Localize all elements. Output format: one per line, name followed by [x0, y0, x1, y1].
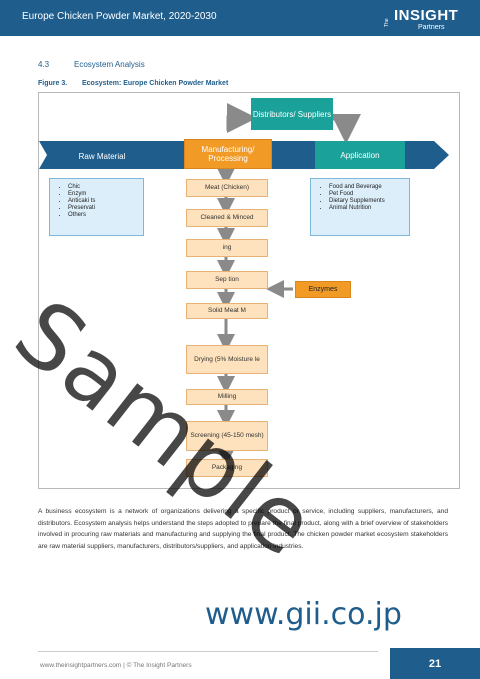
raw-list-item: Anticaki ts	[68, 198, 143, 204]
page-header: Europe Chicken Powder Market, 2020-2030 …	[0, 0, 480, 36]
header-title: Europe Chicken Powder Market, 2020-2030	[22, 11, 217, 22]
process-step: Solid Meat M	[186, 303, 268, 319]
raw-material-list: Chic Enzym Anticaki ts Preservati Others	[49, 178, 144, 236]
process-step: Drying (5% Moisture le	[186, 345, 268, 374]
application-box: Application	[315, 141, 405, 169]
distributors-box: Distributors/ Suppliers	[251, 98, 333, 130]
raw-list-item: Others	[68, 212, 143, 218]
process-step: Packaging	[186, 459, 268, 477]
ecosystem-diagram: Distributors/ Suppliers Raw Material Man…	[38, 92, 460, 489]
process-step: Meat (Chicken)	[186, 179, 268, 197]
app-list-item: Dietary Supplements	[329, 198, 409, 204]
footer-divider	[38, 651, 378, 652]
insight-partners-logo: The INSIGHT Partners	[384, 7, 464, 35]
raw-material-label: Raw Material	[78, 151, 126, 161]
figure-label: Figure 3.	[38, 80, 68, 87]
raw-list-item: Enzym	[68, 191, 143, 197]
process-step: Cleaned & Minced	[186, 209, 268, 227]
app-list-item: Food and Beverage	[329, 184, 409, 190]
process-step: Sep tion	[186, 271, 268, 289]
process-step: Screening (45-150 mesh)	[186, 421, 268, 451]
enzymes-box: Enzymes	[295, 281, 351, 298]
app-list-item: Animal Nutrition	[329, 205, 409, 211]
section-number: 4.3	[38, 60, 50, 69]
page-number: 21	[390, 648, 480, 679]
figure-title: Ecosystem: Europe Chicken Powder Market	[82, 80, 229, 87]
logo-partners: Partners	[418, 24, 445, 31]
raw-list-item: Chic	[68, 184, 143, 190]
manufacturing-box: Manufacturing/ Processing	[184, 139, 272, 169]
footer-text: www.theinsightpartners.com | © The Insig…	[40, 662, 192, 669]
process-step: Milling	[186, 389, 268, 405]
logo-insight: INSIGHT	[394, 7, 459, 24]
curve-arrow-right	[331, 114, 361, 144]
raw-list-item: Preservati	[68, 205, 143, 211]
process-step: ing	[186, 239, 268, 257]
app-list-item: Pet Food	[329, 191, 409, 197]
body-paragraph: A business ecosystem is a network of org…	[38, 508, 448, 550]
section-title: Ecosystem Analysis	[74, 60, 145, 69]
url-watermark: www.gii.co.jp	[205, 597, 402, 632]
logo-the: The	[384, 18, 390, 27]
curve-arrow-left	[226, 103, 257, 133]
application-list: Food and Beverage Pet Food Dietary Suppl…	[310, 178, 410, 236]
